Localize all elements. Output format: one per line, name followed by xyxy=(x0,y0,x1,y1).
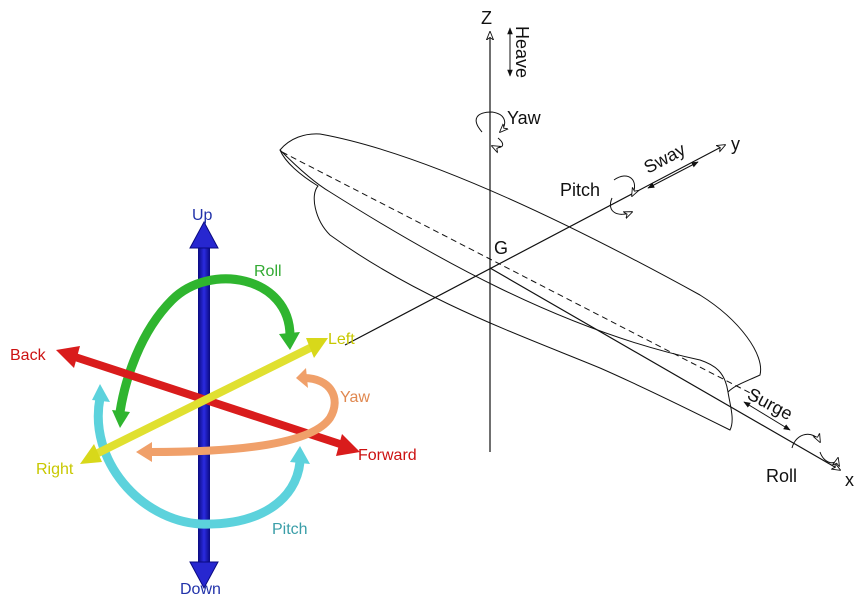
ship-roll-arc-lower xyxy=(819,451,838,463)
yaw-arrowhead-left xyxy=(136,442,152,462)
y-axis xyxy=(344,145,725,346)
ship-hull xyxy=(279,133,762,431)
pitch-label: Pitch xyxy=(272,521,308,538)
x-axis-label: x xyxy=(845,470,854,490)
roll-arrowhead-right xyxy=(279,332,300,350)
yaw-label: Yaw xyxy=(340,389,370,406)
roll-label: Roll xyxy=(254,263,282,280)
ship-roll-arc xyxy=(791,434,820,449)
ship-yaw-label: Yaw xyxy=(507,108,542,128)
ship-centerline xyxy=(281,151,761,399)
up-down-axis xyxy=(198,244,210,566)
surge-arrow xyxy=(743,401,791,431)
ship-pitch-arc-lower xyxy=(610,197,632,214)
pitch-arrowhead-right xyxy=(290,446,310,464)
z-axis-label: Z xyxy=(481,8,492,28)
sway-arrow xyxy=(647,161,699,189)
forward-arrowhead xyxy=(336,434,360,456)
forward-label: Forward xyxy=(358,447,417,464)
back-label: Back xyxy=(10,347,47,364)
center-of-gravity-label: G xyxy=(494,238,508,258)
left-right-axis xyxy=(94,342,316,458)
left-label: Left xyxy=(328,331,355,348)
right-label: Right xyxy=(36,461,74,478)
right-arrowhead xyxy=(80,444,102,464)
pitch-arrowhead-top xyxy=(92,384,110,402)
yaw-arc xyxy=(149,374,339,456)
sway-label: Sway xyxy=(640,139,688,177)
ship-yaw-arc xyxy=(475,111,505,132)
x-axis xyxy=(489,267,840,470)
ship-yaw-arc-lower xyxy=(492,137,504,148)
up-arrowhead xyxy=(189,220,219,249)
ship-diagram: Z Heave Yaw y Sway Pitch x Surge Roll G xyxy=(279,8,854,490)
up-label: Up xyxy=(192,207,213,224)
back-arrowhead xyxy=(56,346,80,368)
down-arrowhead xyxy=(189,561,219,590)
ship-pitch-label: Pitch xyxy=(560,180,600,200)
ship-pitch-arc xyxy=(613,175,635,196)
y-axis-label: y xyxy=(731,134,740,154)
yaw-arrowhead-top xyxy=(296,368,308,388)
ship-deck-line xyxy=(279,149,729,393)
roll-arrowhead-left xyxy=(112,410,130,428)
ship-roll-label: Roll xyxy=(766,466,797,486)
heave-label: Heave xyxy=(512,26,532,78)
left-arrowhead xyxy=(306,338,328,358)
down-label: Down xyxy=(180,581,221,597)
orientation-diagram: Up Down Back Forward Left Right Roll Yaw… xyxy=(10,207,417,597)
